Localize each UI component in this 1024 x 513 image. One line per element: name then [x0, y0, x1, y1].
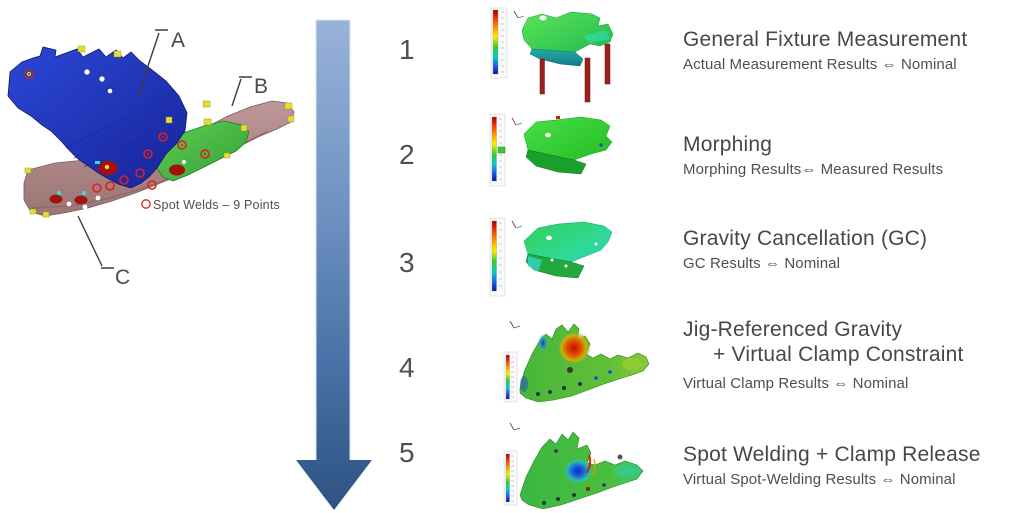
leader-line-b	[231, 76, 252, 107]
color-scale-legend	[489, 113, 506, 187]
part-assembly-image: A B C Spot Welds – 9 Points	[7, 29, 295, 289]
weld-note-text: Spot Welds – 9 Points	[153, 198, 280, 212]
step-2-subtitle: Morphing Results⇔ Measured Results	[683, 161, 944, 178]
step-3-number: 3	[398, 247, 416, 278]
thumbnail-step-5	[503, 422, 644, 510]
step-4-text: Jig-Referenced Gravity + Virtual Clamp C…	[683, 317, 964, 393]
step-5-title: Spot Welding + Clamp Release	[683, 443, 981, 466]
step-3-title: Gravity Cancellation (GC)	[683, 227, 928, 250]
color-scale-legend	[489, 217, 506, 297]
step-3-subtitle: GC Results ⇔ Nominal	[683, 255, 841, 272]
fixture-marker-yellow	[24, 100, 295, 218]
axis-triad-icon	[511, 117, 523, 126]
thumbnail-step-2	[489, 113, 613, 187]
arrow-head	[296, 460, 372, 510]
part-label-a: A	[171, 29, 185, 52]
leader-line-c	[77, 215, 114, 269]
process-flow-arrow	[296, 19, 372, 510]
axis-triad-icon	[509, 422, 521, 431]
color-scale-legend	[503, 351, 518, 403]
thumbnail-step-1	[490, 7, 614, 103]
axis-triad-icon	[513, 10, 525, 19]
step-3-text: Gravity Cancellation (GC) GC Results ⇔ N…	[683, 226, 927, 273]
leader-line-a	[137, 29, 168, 97]
fixture-posts	[539, 43, 611, 103]
part-label-c: C	[115, 266, 130, 289]
color-scale-legend	[503, 450, 518, 506]
step-4-title-line2: + Virtual Clamp Constraint	[713, 343, 964, 366]
spot-weld-rings	[92, 132, 210, 193]
step-5-text: Spot Welding + Clamp Release Virtual Spo…	[683, 442, 981, 489]
step-4-title: Jig-Referenced Gravity	[683, 318, 903, 341]
step-2-title: Morphing	[683, 133, 773, 156]
thumbnail-step-4	[503, 320, 650, 403]
weld-legend: Spot Welds – 9 Points	[141, 198, 280, 212]
color-scale-legend	[490, 7, 508, 79]
axis-triad-icon	[511, 220, 523, 229]
step-5-number: 5	[398, 437, 416, 468]
step-1-subtitle: Actual Measurement Results ⇔ Nominal	[683, 56, 957, 73]
step-2-text: Morphing Morphing Results⇔ Measured Resu…	[683, 132, 943, 179]
step-1-number: 1	[398, 34, 416, 65]
part-label-b: B	[254, 75, 268, 98]
step-1-title: General Fixture Measurement	[683, 28, 968, 51]
step-5-subtitle: Virtual Spot-Welding Results ⇔ Nominal	[683, 471, 956, 488]
step-1-text: General Fixture Measurement Actual Measu…	[683, 27, 967, 74]
weld-ring-icon	[141, 199, 151, 209]
step-2-number: 2	[398, 139, 416, 170]
step-4-subtitle: Virtual Clamp Results ⇔ Nominal	[683, 375, 909, 392]
axis-triad-icon	[509, 320, 521, 329]
step-4-number: 4	[398, 352, 416, 383]
thumbnail-step-3	[489, 217, 613, 297]
